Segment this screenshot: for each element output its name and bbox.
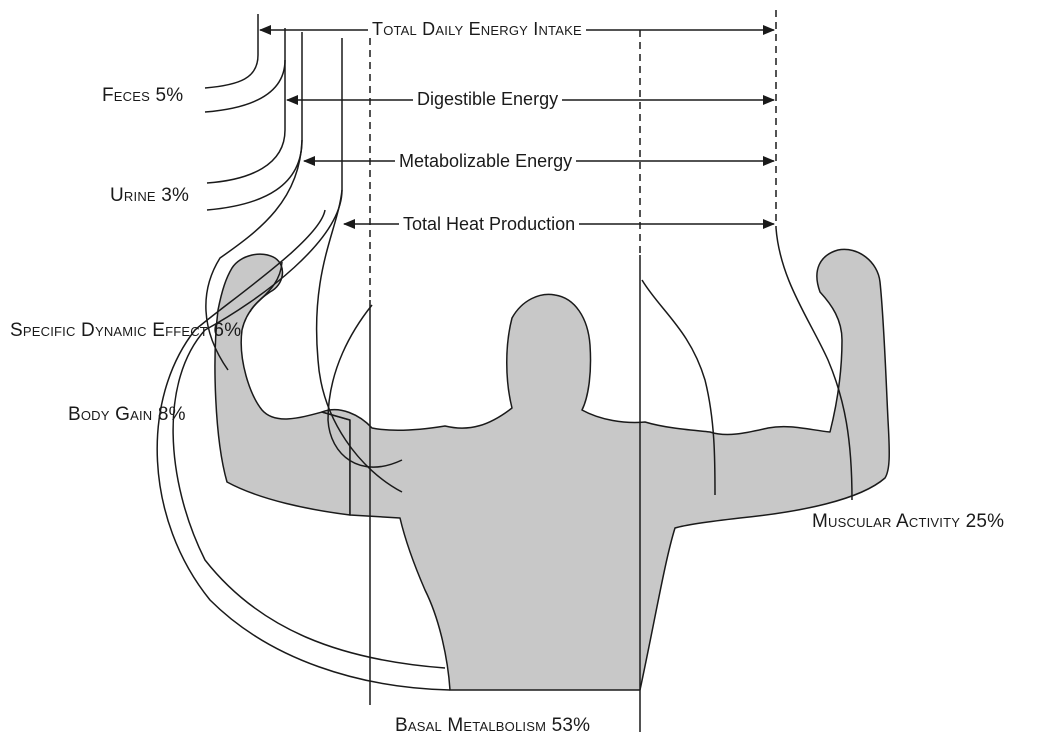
urine-label: Urine 3% [110, 186, 189, 205]
digestible-energy-label: Digestible Energy [413, 90, 562, 108]
total-heat-production-label: Total Heat Production [399, 215, 579, 233]
left-arm-shape [215, 254, 350, 515]
specific-dynamic-effect-label: Specific Dynamic Effect 6% [10, 321, 241, 340]
muscular-activity-label: Muscular Activity 25% [812, 512, 1004, 531]
torso-shape [322, 249, 889, 690]
metabolizable-energy-label: Metabolizable Energy [395, 152, 576, 170]
flow-arrows [260, 30, 774, 224]
total-daily-energy-intake-label: Total Daily Energy Intake [368, 20, 586, 38]
feces-label: Feces 5% [102, 86, 183, 105]
basal-metabolism-label: Basal Metalbolism 53% [395, 716, 590, 735]
body-gain-label: Body Gain 8% [68, 405, 186, 424]
